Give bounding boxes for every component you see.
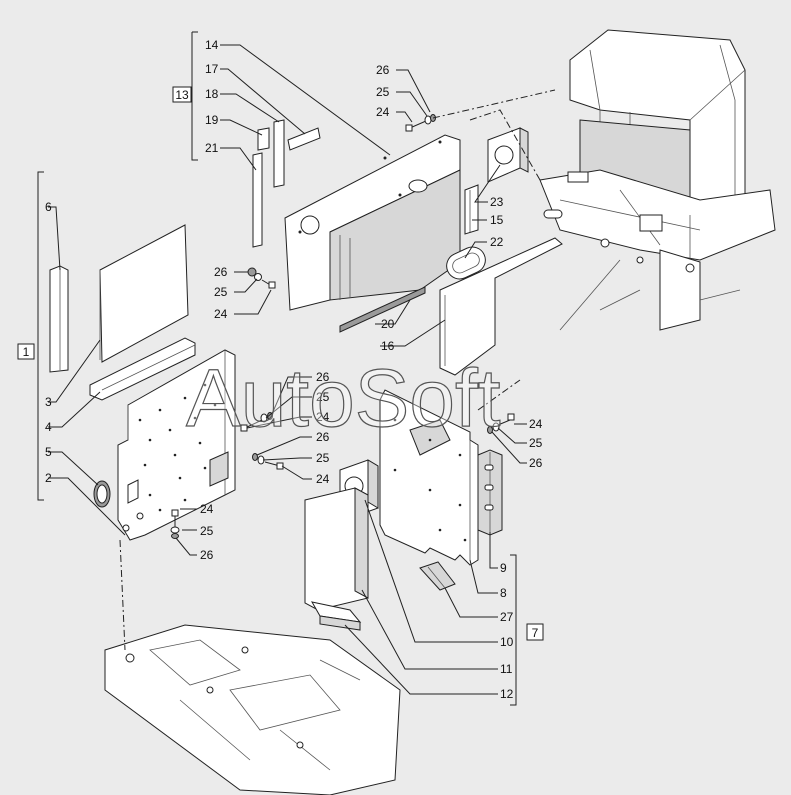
- callout-16: 16: [381, 339, 395, 353]
- svg-text:7: 7: [532, 626, 539, 640]
- pad-23: [487, 127, 529, 183]
- callout-11: 11: [500, 662, 513, 676]
- callout-17: 17: [205, 62, 219, 76]
- left-panel-bolt-set-bottom: [170, 509, 180, 539]
- upper-bolt-set: [405, 114, 436, 132]
- callout-12: 12: [500, 687, 514, 701]
- rear-upper-panel: [284, 134, 461, 311]
- callout-18: 18: [205, 87, 219, 101]
- callout-22: 22: [490, 235, 504, 249]
- lower-floor-structure: [104, 624, 401, 795]
- callout-25-right: 25: [529, 436, 543, 450]
- callout-3: 3: [45, 395, 52, 409]
- callout-4: 4: [45, 420, 52, 434]
- callout-25-top: 25: [376, 85, 390, 99]
- group-label-1: 1: [17, 343, 35, 360]
- group-label-7: 7: [526, 623, 544, 641]
- callout-2: 2: [45, 471, 52, 485]
- callout-9: 9: [500, 561, 507, 575]
- left-main-panel: [117, 349, 236, 541]
- callout-10: 10: [500, 635, 514, 649]
- callout-26-top: 26: [376, 63, 390, 77]
- callout-25-c2: 25: [316, 451, 330, 465]
- grommet-22: [446, 246, 486, 280]
- block-15: [464, 184, 479, 235]
- callout-21: 21: [205, 141, 219, 155]
- callout-24-c1: 24: [316, 410, 330, 424]
- left-panel-bolt-set-upper: [240, 412, 273, 432]
- watermark-text: AutoSoft: [186, 353, 501, 444]
- callout-25-bottom: 25: [200, 524, 214, 538]
- callout-14: 14: [205, 38, 219, 52]
- callout-26-bottom: 26: [200, 548, 214, 562]
- callout-24-top: 24: [376, 105, 390, 119]
- svg-text:1: 1: [23, 345, 30, 359]
- callout-24-right: 24: [529, 417, 543, 431]
- group-brackets: [37, 31, 517, 706]
- seal-panel-16: [439, 237, 563, 376]
- callout-24-bottom: 24: [200, 502, 214, 516]
- callout-26-c1: 26: [316, 370, 330, 384]
- leader-lines: [48, 44, 527, 695]
- seal-27: [419, 561, 456, 591]
- upper-frame-structure: [539, 29, 776, 331]
- callout-26-midleft: 26: [214, 265, 228, 279]
- callout-26-right: 26: [529, 456, 543, 470]
- right-bolt-set: [487, 413, 515, 434]
- callout-8: 8: [500, 586, 507, 600]
- callout-25-midleft: 25: [214, 285, 228, 299]
- callout-19: 19: [205, 113, 219, 127]
- callout-labels: 14 17 18 19 21 26 25 24 23 15 22 26 25 2…: [45, 38, 543, 701]
- callout-23: 23: [490, 195, 504, 209]
- bracket-9: [477, 449, 503, 536]
- callout-15: 15: [490, 213, 504, 227]
- insulation-strips: [252, 119, 321, 248]
- callout-26-c2: 26: [316, 430, 330, 444]
- strip-20: [339, 286, 426, 333]
- callout-20: 20: [381, 317, 395, 331]
- svg-text:13: 13: [175, 88, 189, 102]
- callout-24-c2: 24: [316, 472, 330, 486]
- pad-11: [304, 487, 369, 611]
- mid-left-bolt-set: [247, 267, 276, 289]
- callout-5: 5: [45, 445, 52, 459]
- callout-25-c1: 25: [316, 390, 330, 404]
- alignment-lines: [119, 89, 556, 651]
- group-label-13: 13: [172, 86, 192, 103]
- left-panel-group: [49, 224, 196, 508]
- callout-6: 6: [45, 200, 52, 214]
- left-panel-bolt-set-lower: [252, 453, 284, 470]
- right-side-panel: [379, 389, 479, 566]
- callout-24-midleft: 24: [214, 307, 228, 321]
- callout-27: 27: [500, 610, 514, 624]
